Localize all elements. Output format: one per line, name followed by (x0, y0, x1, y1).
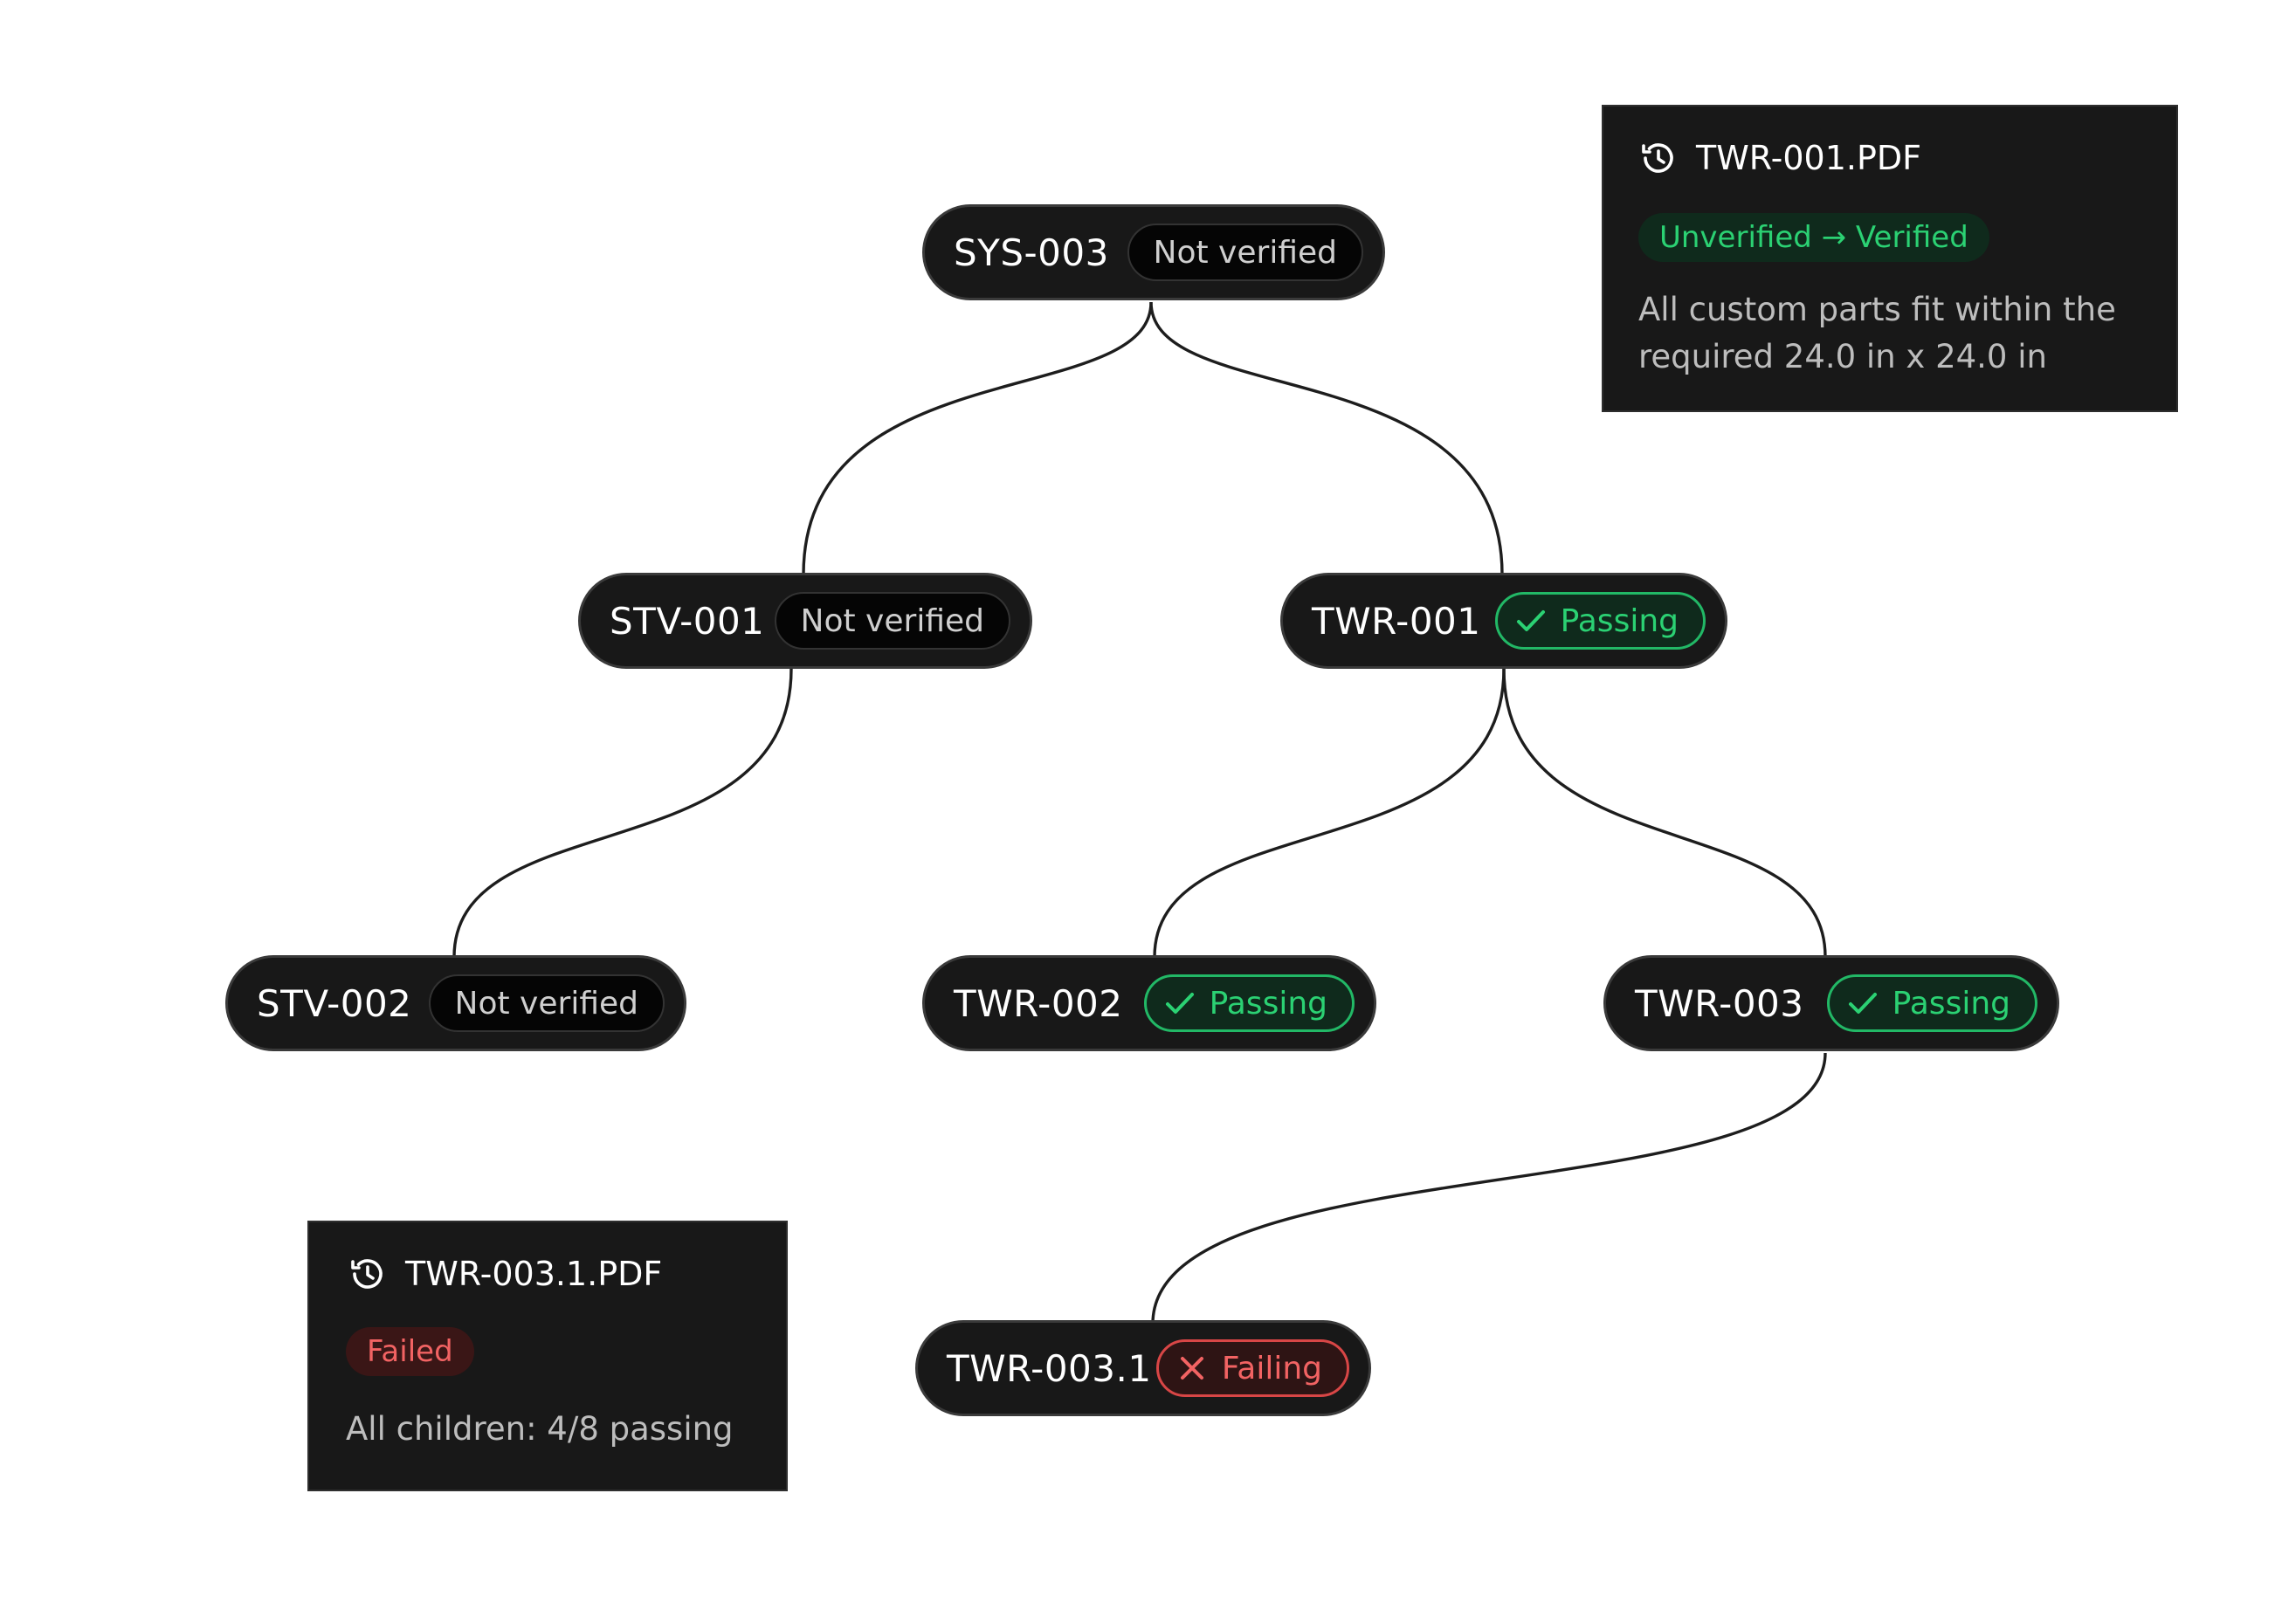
card-filename: TWR-003.1.PDF (405, 1255, 663, 1293)
node-twr-003[interactable]: TWR-003 Passing (1603, 955, 2059, 1051)
edge-twr001-twr003 (1502, 668, 1827, 958)
card-description: All children: 4/8 passing (346, 1410, 734, 1448)
node-twr-002[interactable]: TWR-002 Passing (922, 955, 1376, 1051)
status-badge: Passing (1826, 974, 2037, 1032)
status-label: Passing (1209, 985, 1327, 1022)
card-filename: TWR-001.PDF (1696, 139, 1922, 177)
card-title: TWR-003.1.PDF (348, 1254, 662, 1294)
status-badge: Not verified (428, 974, 665, 1032)
card-description: All custom parts fit within the required… (1638, 286, 2116, 381)
node-stv-001[interactable]: STV-001 Not verified (578, 573, 1032, 669)
edge-sys003-twr001 (1149, 301, 1504, 575)
check-icon (1165, 993, 1194, 1014)
description-line-1: All custom parts fit within the (1638, 291, 2116, 328)
node-id: TWR-001 (1312, 599, 1481, 643)
node-id: STV-001 (610, 599, 765, 643)
history-card-twr-001[interactable]: TWR-001.PDF Unverified → Verified All cu… (1602, 105, 2178, 412)
card-title: TWR-001.PDF (1638, 138, 1921, 178)
status-badge: Passing (1143, 974, 1355, 1032)
node-id: TWR-003 (1635, 981, 1804, 1025)
description-line-2: required 24.0 in x 24.0 in (1638, 338, 2047, 375)
status-label: Passing (1560, 602, 1679, 639)
edge-twr001-twr002 (1153, 668, 1506, 958)
edge-twr003-twr0031 (1151, 1052, 1827, 1325)
status-change-chip: Unverified → Verified (1638, 213, 1989, 262)
node-twr-003-1[interactable]: TWR-003.1 Failing (915, 1320, 1371, 1416)
history-icon (1642, 143, 1673, 173)
status-badge: Passing (1494, 592, 1706, 650)
status-label: Not verified (1153, 234, 1337, 271)
node-stv-002[interactable]: STV-002 Not verified (225, 955, 686, 1051)
status-badge: Not verified (774, 592, 1010, 650)
node-sys-003[interactable]: SYS-003 Not verified (922, 204, 1385, 300)
status-badge: Failing (1155, 1339, 1349, 1397)
status-chip: Failed (346, 1327, 474, 1376)
node-twr-001[interactable]: TWR-001 Passing (1280, 573, 1727, 669)
edge-stv001-stv002 (452, 668, 793, 958)
x-icon (1180, 1357, 1203, 1380)
status-label: Failing (1221, 1350, 1322, 1387)
check-icon (1516, 610, 1545, 631)
node-id: TWR-003.1 (947, 1346, 1152, 1390)
status-badge: Not verified (1127, 224, 1363, 281)
history-card-twr-003-1[interactable]: TWR-003.1.PDF Failed All children: 4/8 p… (307, 1221, 788, 1491)
edge-sys003-stv001 (802, 301, 1153, 575)
node-id: SYS-003 (954, 231, 1109, 274)
history-icon (351, 1259, 383, 1289)
node-id: TWR-002 (954, 981, 1123, 1025)
status-label: Passing (1892, 985, 2010, 1022)
status-label: Not verified (454, 985, 638, 1022)
check-icon (1848, 993, 1877, 1014)
node-id: STV-002 (257, 981, 412, 1025)
status-label: Not verified (800, 602, 984, 639)
